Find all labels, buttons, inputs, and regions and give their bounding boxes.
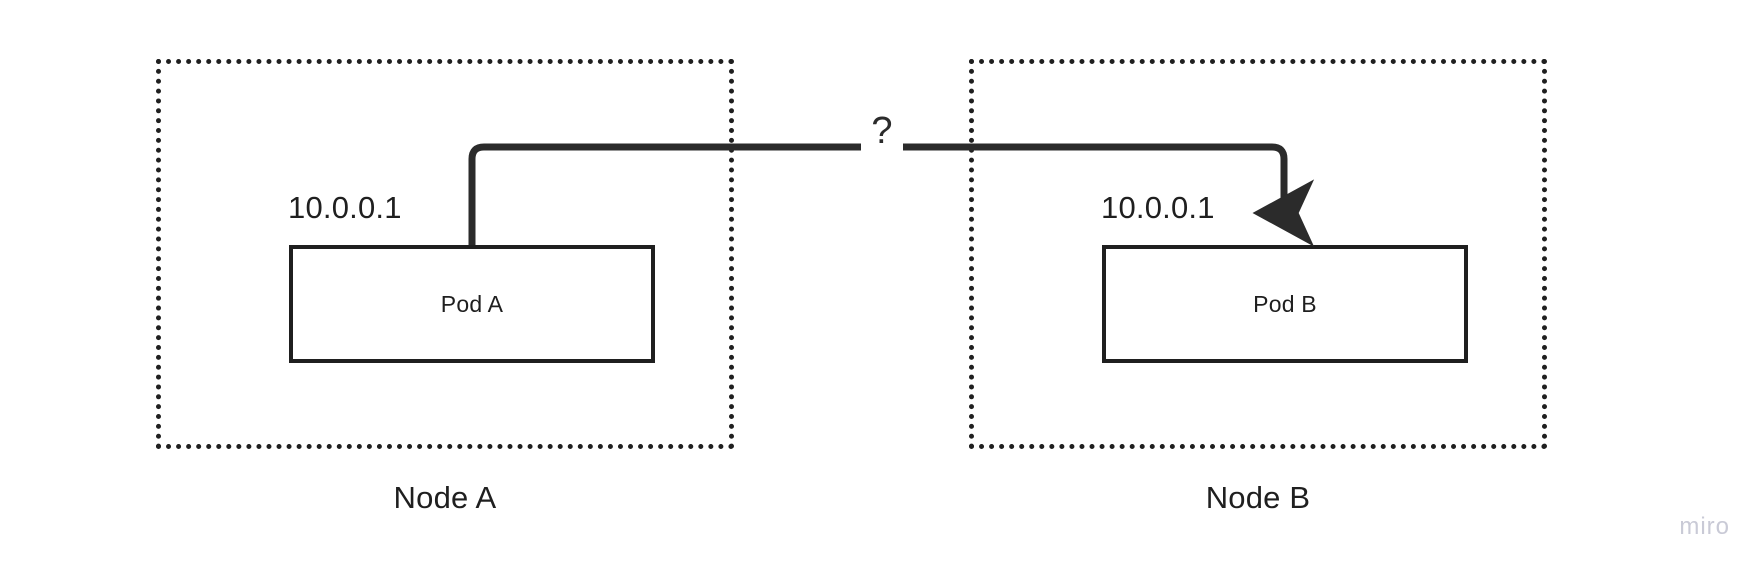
node-a-container[interactable] [156, 59, 734, 449]
node-b-container[interactable] [969, 59, 1547, 449]
pod-a-box[interactable]: Pod A [289, 245, 655, 363]
miro-watermark: miro [1679, 513, 1730, 540]
pod-a-label: Pod A [440, 290, 504, 317]
pod-b-box[interactable]: Pod B [1102, 245, 1468, 363]
node-a-caption: Node A [393, 480, 497, 515]
connector-question-label: ? [871, 110, 893, 152]
pod-a-ip-label: 10.0.0.1 [288, 190, 402, 225]
pod-b-label: Pod B [1253, 290, 1317, 317]
pod-b-ip-label: 10.0.0.1 [1101, 190, 1215, 225]
node-b-caption: Node B [1205, 480, 1311, 515]
